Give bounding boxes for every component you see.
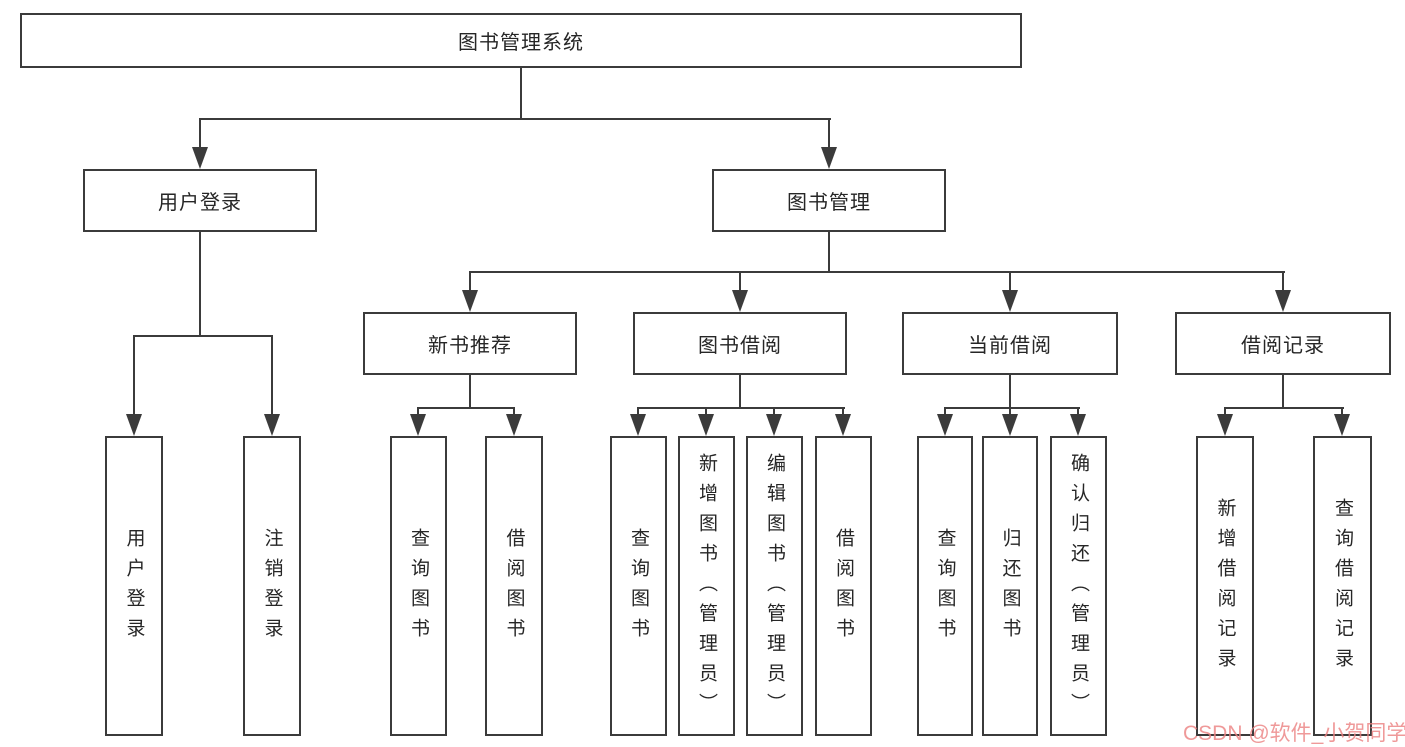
connector-line [1009, 271, 1011, 292]
connector-line [944, 407, 1080, 409]
arrow-down-icon [1217, 414, 1233, 436]
connector-line [199, 232, 201, 335]
connector-line [828, 118, 830, 150]
connector-line [739, 271, 741, 292]
arrow-down-icon [766, 414, 782, 436]
connector-line [705, 407, 707, 417]
connector-line [842, 407, 844, 417]
connector-line [1009, 407, 1011, 417]
connector-line [739, 375, 741, 408]
node-borrow-records: 借阅记录 [1175, 312, 1391, 375]
leaf-edit-books-admin: 编辑图书（管理员） [746, 436, 803, 736]
arrow-down-icon [1334, 414, 1350, 436]
connector-line [469, 271, 1285, 273]
arrow-down-icon [821, 147, 837, 169]
arrow-down-icon [192, 147, 208, 169]
arrow-down-icon [835, 414, 851, 436]
arrow-down-icon [698, 414, 714, 436]
leaf-borrow-books: 借阅图书 [815, 436, 872, 736]
connector-line [133, 335, 273, 337]
watermark-text: CSDN @软件_小贺同学 [1183, 722, 1405, 745]
leaf-add-borrow-record: 新增借阅记录 [1196, 436, 1254, 736]
connector-line [1282, 271, 1284, 292]
connector-line [828, 232, 830, 272]
connector-line [199, 118, 201, 150]
leaf-return-books: 归还图书 [982, 436, 1038, 736]
connector-line [469, 375, 471, 408]
leaf-query-books-current: 查询图书 [917, 436, 973, 736]
connector-line [1282, 375, 1284, 408]
connector-line [1224, 407, 1344, 409]
connector-line [1009, 375, 1011, 408]
connector-line [944, 407, 946, 417]
node-book-management: 图书管理 [712, 169, 946, 232]
leaf-confirm-return-admin: 确认归还（管理员） [1050, 436, 1107, 736]
arrow-down-icon [937, 414, 953, 436]
arrow-down-icon [506, 414, 522, 436]
leaf-query-borrow-record: 查询借阅记录 [1313, 436, 1372, 736]
arrow-down-icon [126, 414, 142, 436]
connector-line [520, 68, 522, 120]
arrow-down-icon [1275, 290, 1291, 312]
leaf-query-books-borrow: 查询图书 [610, 436, 667, 736]
connector-line [637, 407, 639, 417]
leaf-query-books-recommend: 查询图书 [390, 436, 447, 736]
connector-line [417, 407, 419, 417]
arrow-down-icon [410, 414, 426, 436]
connector-line [417, 407, 515, 409]
arrow-down-icon [462, 290, 478, 312]
connector-line [513, 407, 515, 417]
arrow-down-icon [630, 414, 646, 436]
arrow-down-icon [1002, 290, 1018, 312]
connector-line [133, 335, 135, 417]
connector-line [1077, 407, 1079, 417]
node-current-borrow: 当前借阅 [902, 312, 1118, 375]
node-new-book-recommend: 新书推荐 [363, 312, 577, 375]
connector-line [637, 407, 845, 409]
connector-line [199, 118, 831, 120]
leaf-user-login: 用户登录 [105, 436, 163, 736]
connector-line [1341, 407, 1343, 417]
node-root: 图书管理系统 [20, 13, 1022, 68]
node-book-borrow: 图书借阅 [633, 312, 847, 375]
connector-line [773, 407, 775, 417]
leaf-borrow-books-recommend: 借阅图书 [485, 436, 543, 736]
connector-line [1224, 407, 1226, 417]
node-user-login: 用户登录 [83, 169, 317, 232]
arrow-down-icon [264, 414, 280, 436]
arrow-down-icon [1002, 414, 1018, 436]
connector-line [271, 335, 273, 417]
arrow-down-icon [732, 290, 748, 312]
arrow-down-icon [1070, 414, 1086, 436]
leaf-logout: 注销登录 [243, 436, 301, 736]
leaf-add-books-admin: 新增图书（管理员） [678, 436, 735, 736]
connector-line [469, 271, 471, 292]
